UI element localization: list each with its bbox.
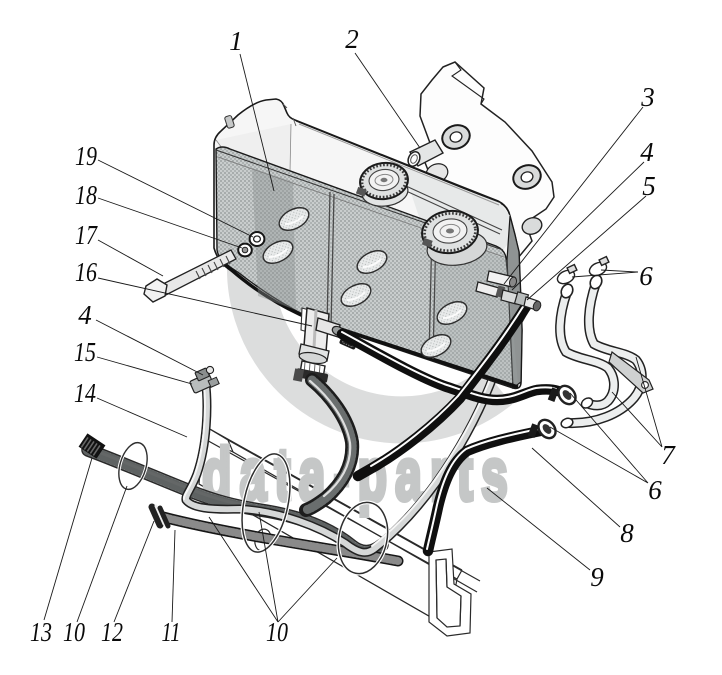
svg-text:19: 19 xyxy=(75,141,97,171)
svg-text:11: 11 xyxy=(162,617,181,647)
svg-text:6: 6 xyxy=(648,475,662,505)
svg-text:2: 2 xyxy=(345,24,359,54)
svg-text:8: 8 xyxy=(620,518,634,548)
svg-text:14: 14 xyxy=(74,378,96,408)
svg-text:6: 6 xyxy=(639,261,653,291)
svg-text:10: 10 xyxy=(266,617,288,647)
svg-text:3: 3 xyxy=(640,82,655,112)
svg-text:9: 9 xyxy=(590,562,604,592)
svg-text:12: 12 xyxy=(101,617,123,647)
svg-text:18: 18 xyxy=(75,180,97,210)
svg-text:4: 4 xyxy=(78,300,92,330)
svg-text:7: 7 xyxy=(661,440,676,470)
svg-text:17: 17 xyxy=(75,220,98,250)
svg-text:16: 16 xyxy=(75,257,97,287)
svg-text:15: 15 xyxy=(74,337,96,367)
svg-text:13: 13 xyxy=(30,617,52,647)
svg-text:1: 1 xyxy=(229,26,243,56)
svg-text:10: 10 xyxy=(63,617,85,647)
svg-text:5: 5 xyxy=(642,171,656,201)
svg-text:4: 4 xyxy=(640,137,654,167)
